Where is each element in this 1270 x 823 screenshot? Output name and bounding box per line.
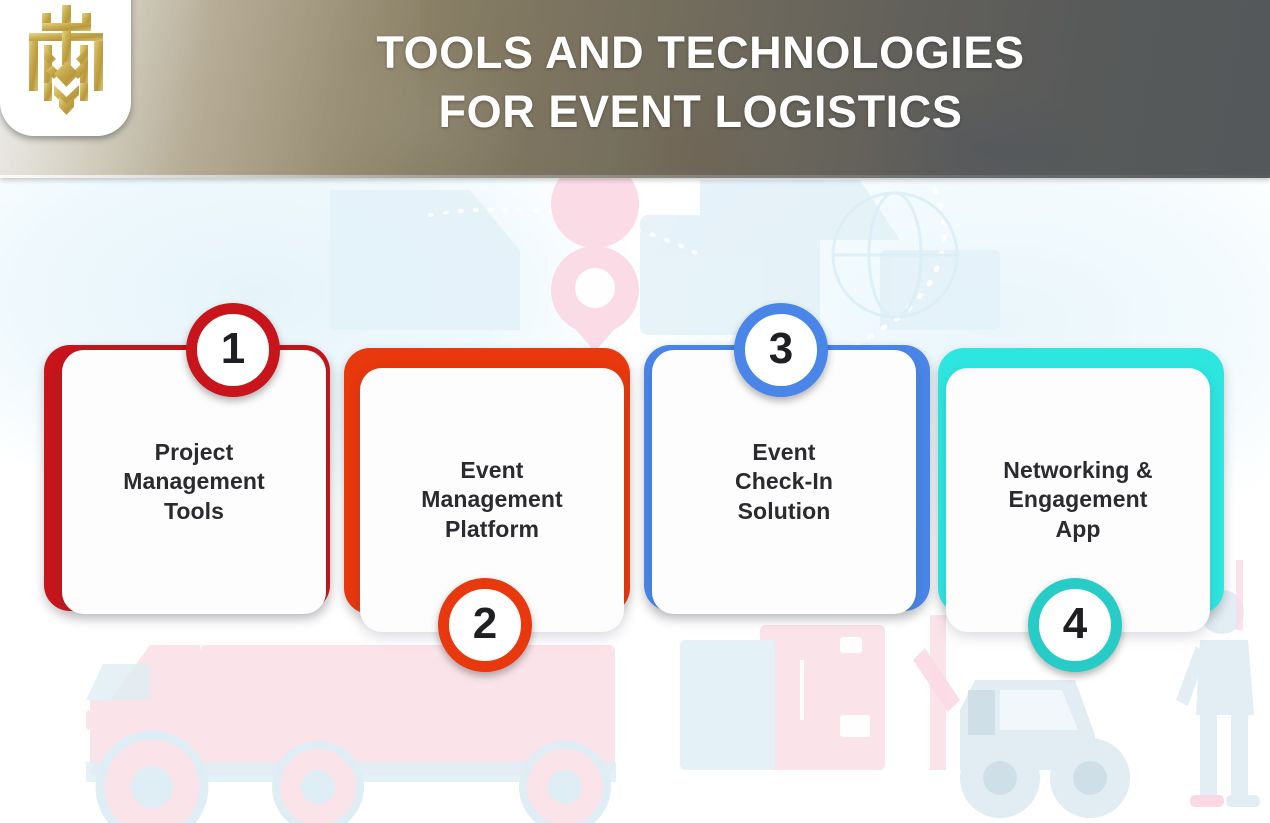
title-line-2: FOR EVENT LOGISTICS: [438, 86, 963, 137]
card-2-number-badge: 2: [438, 578, 532, 672]
logo-plate: [0, 0, 131, 136]
card-1-face[interactable]: Project Management Tools: [62, 350, 326, 614]
cards-row: Project Management Tools 1 Event Managem…: [0, 178, 1270, 823]
card-1-number-badge: 1: [186, 303, 280, 397]
map-pin-watermark: [551, 178, 639, 352]
card-3-number: 3: [768, 324, 794, 373]
card-3-label: Event Check-In Solution: [735, 438, 833, 526]
card-4-number: 4: [1062, 599, 1088, 648]
forklift-watermark: [913, 615, 1130, 818]
card-1-number: 1: [220, 324, 246, 373]
card-2-label: Event Management Platform: [421, 456, 563, 544]
card-3-label-line-3: Solution: [737, 497, 831, 524]
card-4-label-line-2: Engagement: [1008, 486, 1148, 513]
card-4[interactable]: Networking & Engagement App 4: [928, 178, 1228, 823]
card-1-label: Project Management Tools: [123, 438, 265, 526]
card-2-label-line-1: Event: [460, 457, 524, 484]
card-3-number-badge: 3: [734, 303, 828, 397]
card-4-label-line-1: Networking &: [1003, 457, 1153, 484]
card-2-number: 2: [472, 599, 498, 648]
card-1[interactable]: Project Management Tools 1: [40, 178, 340, 823]
card-2-label-line-2: Management: [421, 486, 563, 513]
page-title: TOOLS AND TECHNOLOGIES FOR EVENT LOGISTI…: [131, 0, 1270, 178]
card-4-number-badge: 4: [1028, 578, 1122, 672]
card-1-label-line-2: Management: [123, 468, 265, 495]
card-2[interactable]: Event Management Platform 2: [338, 178, 638, 823]
card-3-label-line-2: Check-In: [735, 468, 833, 495]
card-3-label-line-1: Event: [752, 439, 816, 466]
cargo-boxes-watermark: [680, 625, 885, 770]
card-1-label-line-1: Project: [154, 439, 234, 466]
card-4-label: Networking & Engagement App: [1003, 456, 1152, 544]
delivery-truck-watermark: [86, 645, 616, 823]
header-underline: [0, 175, 1270, 178]
title-line-1: TOOLS AND TECHNOLOGIES: [376, 26, 1025, 78]
gold-crest-emblem-icon: [20, 0, 112, 121]
card-4-label-line-3: App: [1055, 515, 1101, 542]
globe-arc-watermark: [831, 191, 959, 319]
card-3[interactable]: Event Check-In Solution 3: [630, 178, 930, 823]
card-2-label-line-3: Platform: [444, 515, 540, 542]
card-1-label-line-3: Tools: [163, 497, 225, 524]
